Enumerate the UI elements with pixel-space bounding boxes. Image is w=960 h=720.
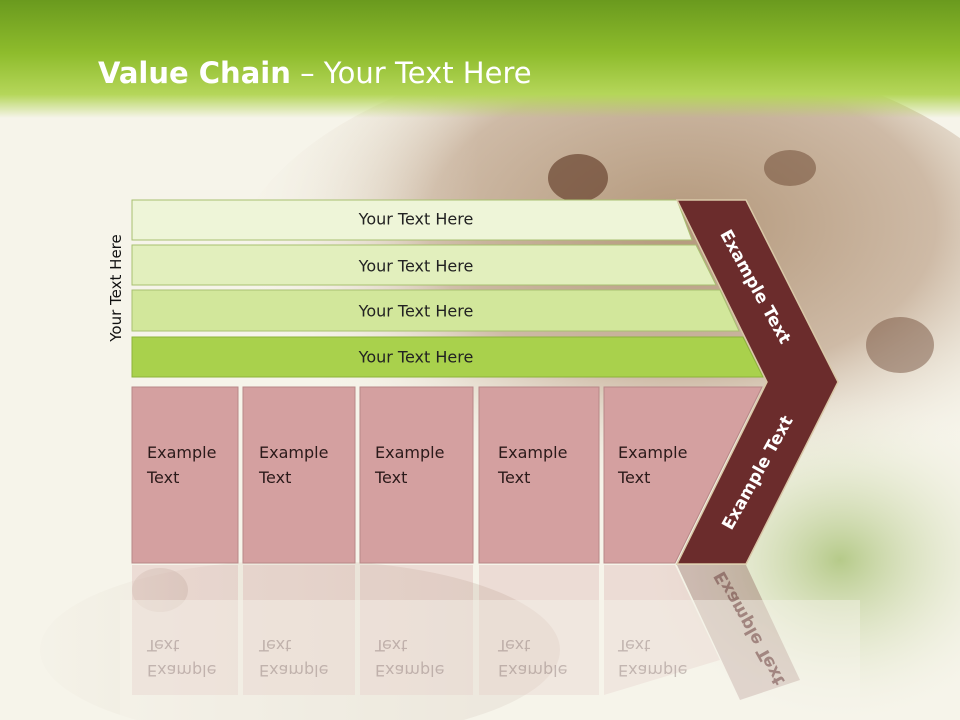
reflect-text-2: Example Text: [259, 636, 329, 680]
box-label-2-line1: Example: [259, 443, 329, 462]
bar-label-4: Your Text Here: [358, 347, 474, 367]
bar-label-3: Your Text Here: [358, 301, 474, 321]
box-label-3: Example Text: [375, 440, 470, 490]
box-label-1-line1: Example: [147, 443, 217, 462]
chevron: [675, 199, 839, 565]
reflect-text-5: Example Text: [618, 636, 688, 680]
bar-label-2: Your Text Here: [358, 256, 474, 276]
box-4: [478, 386, 600, 564]
bar-1: [131, 199, 693, 241]
reflect-text-1: Example Text: [147, 636, 217, 680]
bar-4: [131, 336, 764, 378]
header-band: [0, 0, 960, 118]
bar-2: [131, 244, 717, 286]
page-title: Value Chain – Your Text Here: [98, 56, 532, 90]
reflect-text-4: Example Text: [498, 636, 568, 680]
box-2: [242, 386, 356, 564]
reflect-text-3: Example Text: [375, 636, 445, 680]
box-5: [603, 386, 763, 564]
box-label-2-line2: Text: [259, 468, 292, 487]
bar-3: [131, 289, 740, 332]
box-label-4-line1: Example: [498, 443, 568, 462]
box-3: [359, 386, 474, 564]
title-bold: Value Chain: [98, 56, 291, 90]
reflection: [132, 565, 800, 700]
box-label-1: Example Text: [147, 440, 242, 490]
box-label-5: Example Text: [618, 440, 713, 490]
box-label-3-line2: Text: [375, 468, 408, 487]
title-rest: – Your Text Here: [290, 56, 532, 90]
box-label-5-line1: Example: [618, 443, 688, 462]
box-label-2: Example Text: [259, 440, 354, 490]
box-label-3-line1: Example: [375, 443, 445, 462]
box-label-4-line2: Text: [498, 468, 531, 487]
box-label-4: Example Text: [498, 440, 593, 490]
bar-label-1: Your Text Here: [358, 209, 474, 229]
box-label-5-line2: Text: [618, 468, 651, 487]
box-1: [131, 386, 239, 564]
box-label-1-line2: Text: [147, 468, 180, 487]
